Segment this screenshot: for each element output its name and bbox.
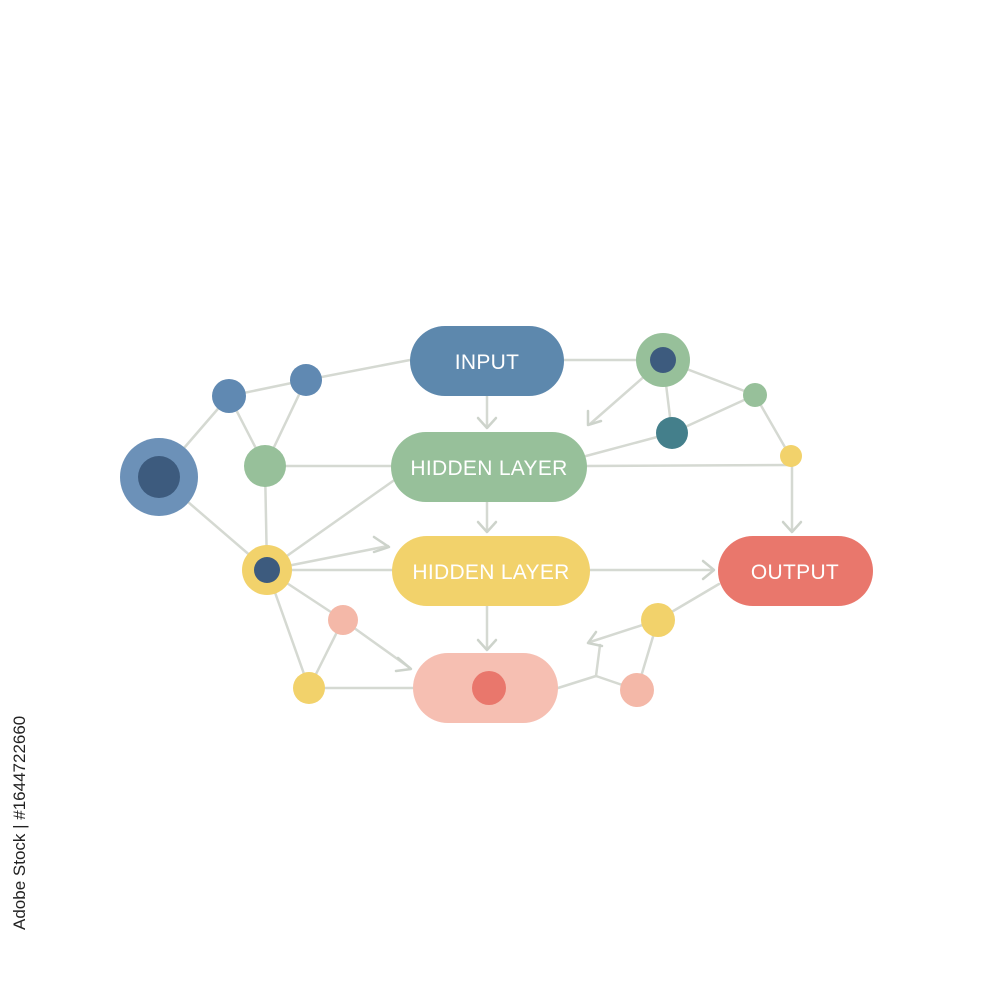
hidden-layer-node-2: HIDDEN LAYER bbox=[392, 536, 590, 606]
hidden-layer-node-2-shape bbox=[392, 536, 590, 606]
small-nodes bbox=[120, 333, 802, 707]
edge bbox=[594, 643, 602, 678]
node-yellow-tiny bbox=[780, 445, 802, 467]
arrowheads bbox=[372, 409, 803, 673]
output-node-shape bbox=[718, 536, 873, 606]
input-node-label: INPUT bbox=[455, 351, 520, 374]
edge bbox=[584, 463, 792, 468]
node-blue-large-core bbox=[138, 456, 180, 498]
arrowhead bbox=[781, 520, 803, 534]
node-yellow-ring-core bbox=[254, 557, 280, 583]
node-peach-small bbox=[620, 673, 654, 707]
edge bbox=[265, 479, 395, 572]
arrowhead bbox=[476, 520, 498, 534]
arrowhead bbox=[586, 630, 604, 648]
arrowhead bbox=[372, 535, 391, 554]
hidden-layer-node-1-label: HIDDEN LAYER bbox=[410, 457, 567, 480]
arrowhead bbox=[394, 656, 413, 673]
arrowhead bbox=[476, 416, 498, 430]
stock-id-text: Adobe Stock | #1644722660 bbox=[10, 715, 29, 930]
bottom-node-core bbox=[472, 671, 506, 705]
hidden-layer-node-2-label: HIDDEN LAYER bbox=[412, 561, 569, 584]
node-blue-small bbox=[290, 364, 322, 396]
node-teal-small bbox=[656, 417, 688, 449]
input-node: INPUT bbox=[410, 326, 564, 396]
hidden-layer-node-1: HIDDEN LAYER bbox=[391, 432, 587, 502]
node-green-small bbox=[244, 445, 286, 487]
input-node-shape bbox=[410, 326, 564, 396]
node-peach-small bbox=[328, 605, 358, 635]
edge bbox=[304, 358, 412, 382]
output-node-label: OUTPUT bbox=[751, 561, 839, 584]
node-yellow-small bbox=[641, 603, 675, 637]
edge bbox=[556, 674, 598, 690]
pill-nodes: INPUT HIDDEN LAYER HIDDEN LAYER OUTPUT bbox=[391, 326, 873, 723]
output-node: OUTPUT bbox=[718, 536, 873, 606]
arrowhead bbox=[586, 409, 603, 427]
node-green-tiny bbox=[743, 383, 767, 407]
bottom-node bbox=[413, 653, 558, 723]
edges bbox=[157, 358, 794, 692]
node-yellow-small bbox=[293, 672, 325, 704]
hidden-layer-node-1-shape bbox=[391, 432, 587, 502]
arrowhead bbox=[701, 559, 716, 581]
arrowhead bbox=[476, 638, 498, 652]
node-green-ring-core bbox=[650, 347, 676, 373]
node-blue-small bbox=[212, 379, 246, 413]
